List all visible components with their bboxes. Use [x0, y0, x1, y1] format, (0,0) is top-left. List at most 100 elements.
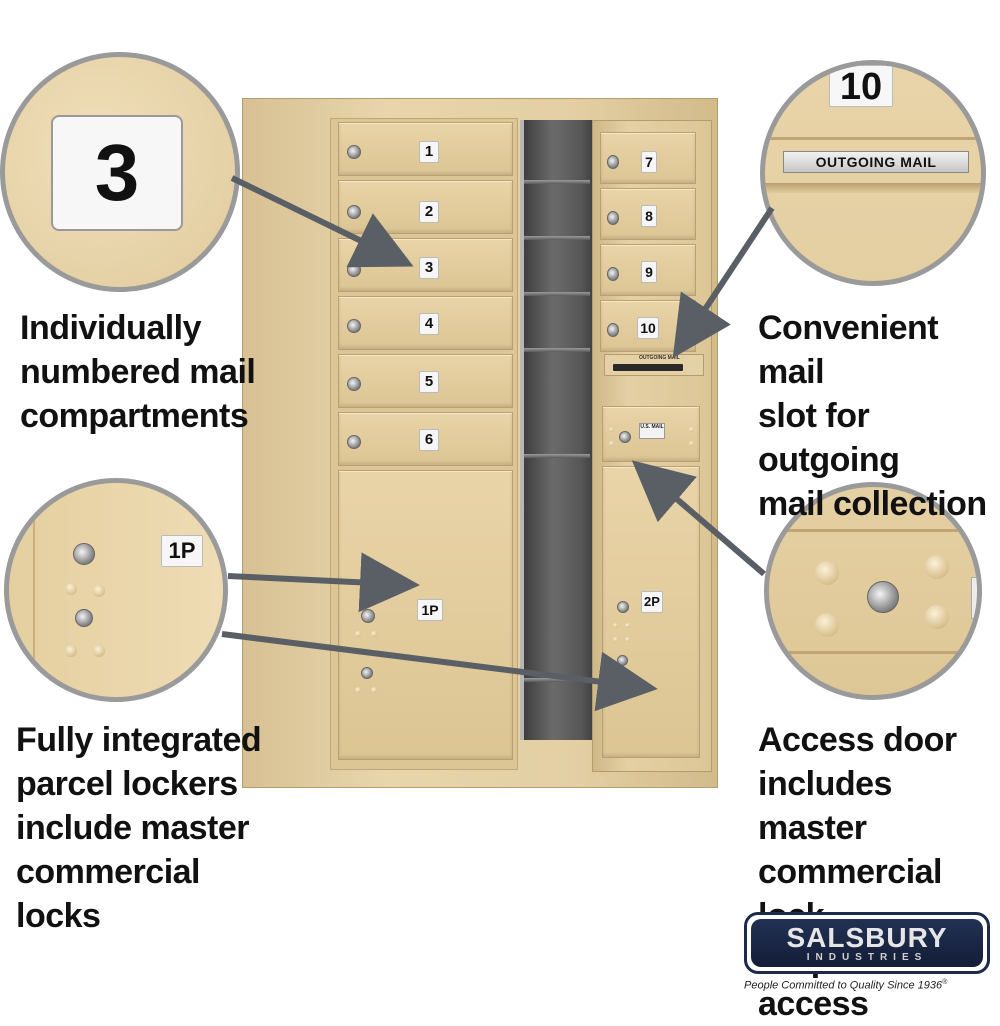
shelf: [524, 180, 590, 184]
lock-icon: [75, 609, 93, 627]
zoom-circle-master-lock: [764, 482, 982, 700]
rivet: [93, 585, 105, 597]
rivet: [689, 441, 694, 446]
registered-mark: ®: [942, 979, 948, 986]
callout-arrows: [221, 175, 775, 712]
arrow-to-compartment-3: [230, 175, 414, 268]
door-number: 8: [641, 205, 657, 227]
logo-inner: SALSBURY INDUSTRIES: [751, 919, 983, 967]
compartment-door-4[interactable]: 4: [338, 296, 513, 350]
zoom-number-10: 10: [829, 65, 893, 108]
rivet: [93, 645, 105, 657]
rivet: [355, 631, 361, 637]
compartment-door-8[interactable]: 8: [600, 188, 696, 240]
lock-icon: [607, 211, 619, 225]
lock-icon: [347, 319, 361, 333]
rivet: [925, 555, 949, 579]
callout-line: includes master: [758, 765, 892, 847]
rivet: [371, 631, 377, 637]
brand-tagline: People Committed to Quality Since 1936®: [744, 976, 990, 993]
tagline-text: People Committed to Quality Since 1936: [744, 979, 943, 992]
lock-icon: [347, 145, 361, 159]
rivet: [815, 613, 839, 637]
compartment-door-5[interactable]: 5: [338, 354, 513, 408]
door-number: 10: [637, 317, 659, 339]
lock-icon: [361, 667, 373, 679]
callout-line: parcel lockers: [16, 765, 238, 803]
rivet: [613, 637, 618, 642]
rivet: [925, 605, 949, 629]
compartment-door-7[interactable]: 7: [600, 132, 696, 184]
parcel-locker-1p[interactable]: 1P: [338, 470, 513, 760]
door-number: 6: [419, 429, 439, 451]
zoom-circle-parcel-locks: 1P: [4, 478, 228, 702]
parcel-number: 1P: [417, 599, 443, 621]
zoom-outgoing-plate: OUTGOING MAIL: [783, 151, 969, 173]
usmail-label: U.S. MAIL: [639, 423, 665, 439]
compartment-door-6[interactable]: 6: [338, 412, 513, 466]
zoom-panel-top-edge: [769, 529, 977, 532]
zoom-panel-bottom-edge: [769, 651, 977, 654]
shelf: [524, 348, 590, 352]
door-number: 7: [641, 151, 657, 173]
parcel-number: 2P: [641, 591, 663, 613]
master-lock-icon: [867, 581, 899, 613]
lock-icon: [617, 601, 629, 613]
zoom-circle-outgoing-mail: 10 OUTGOING MAIL: [760, 60, 986, 286]
slot-opening: [613, 364, 683, 371]
zoom-label-edge: [971, 577, 977, 619]
shelf: [524, 292, 590, 296]
callout-line: include master: [16, 809, 249, 847]
zoom-slot-shadow: [765, 183, 981, 193]
arrow-to-master-lock: [631, 460, 766, 577]
rivet: [609, 427, 614, 432]
callout-line: commercial: [16, 853, 201, 891]
zoom-parcel-edge: [33, 483, 35, 697]
rivet: [689, 427, 694, 432]
rivet: [625, 623, 630, 628]
lock-icon: [73, 543, 95, 565]
lock-icon: [607, 155, 619, 169]
zoom-circle-compartment-number: 3: [0, 52, 240, 292]
lock-icon: [607, 267, 619, 281]
callout-outgoing-slot: Convenient mail slot for outgoing mail c…: [758, 306, 1000, 526]
lock-icon: [347, 435, 361, 449]
arrow-to-outgoing-slot: [672, 206, 775, 359]
door-number: 9: [641, 261, 657, 283]
rivet: [65, 645, 77, 657]
door-number: 5: [419, 371, 439, 393]
logo-sub: INDUSTRIES: [806, 952, 928, 963]
lock-icon: [347, 377, 361, 391]
rivet: [609, 441, 614, 446]
callout-line: Fully integrated: [16, 721, 262, 759]
zoom-number-plate: 3: [51, 115, 183, 231]
callout-line: locks: [16, 897, 101, 935]
door-number: 2: [419, 201, 439, 223]
rivet: [613, 623, 618, 628]
lock-icon: [607, 323, 619, 337]
callout-line: Access door: [758, 721, 957, 759]
salsbury-logo: SALSBURY INDUSTRIES: [744, 912, 990, 974]
callout-line: compartments: [20, 397, 249, 435]
shelf: [524, 678, 590, 682]
rivet: [371, 687, 377, 693]
rivet: [625, 637, 630, 642]
compartment-door-1[interactable]: 1: [338, 122, 513, 176]
rivet: [815, 561, 839, 585]
compartment-door-9[interactable]: 9: [600, 244, 696, 296]
callout-line: slot for outgoing: [758, 397, 900, 479]
shelf: [524, 236, 590, 240]
door-number: 4: [419, 313, 439, 335]
callout-line: Individually: [20, 309, 202, 347]
callout-line: Convenient mail: [758, 309, 939, 391]
callout-line: mail collection: [758, 485, 987, 523]
rivet: [355, 687, 361, 693]
inner-cavity: [520, 120, 596, 740]
master-lock-icon: [619, 431, 631, 443]
outgoing-mail-slot[interactable]: OUTGOING MAIL: [604, 354, 704, 376]
callout-line: numbered mail: [20, 353, 256, 391]
door-number: 3: [419, 257, 439, 279]
master-access-panel[interactable]: U.S. MAIL: [602, 406, 700, 462]
zoom-top-panel-edge: [765, 137, 981, 140]
arrow-to-parcel-lock: [221, 631, 658, 712]
